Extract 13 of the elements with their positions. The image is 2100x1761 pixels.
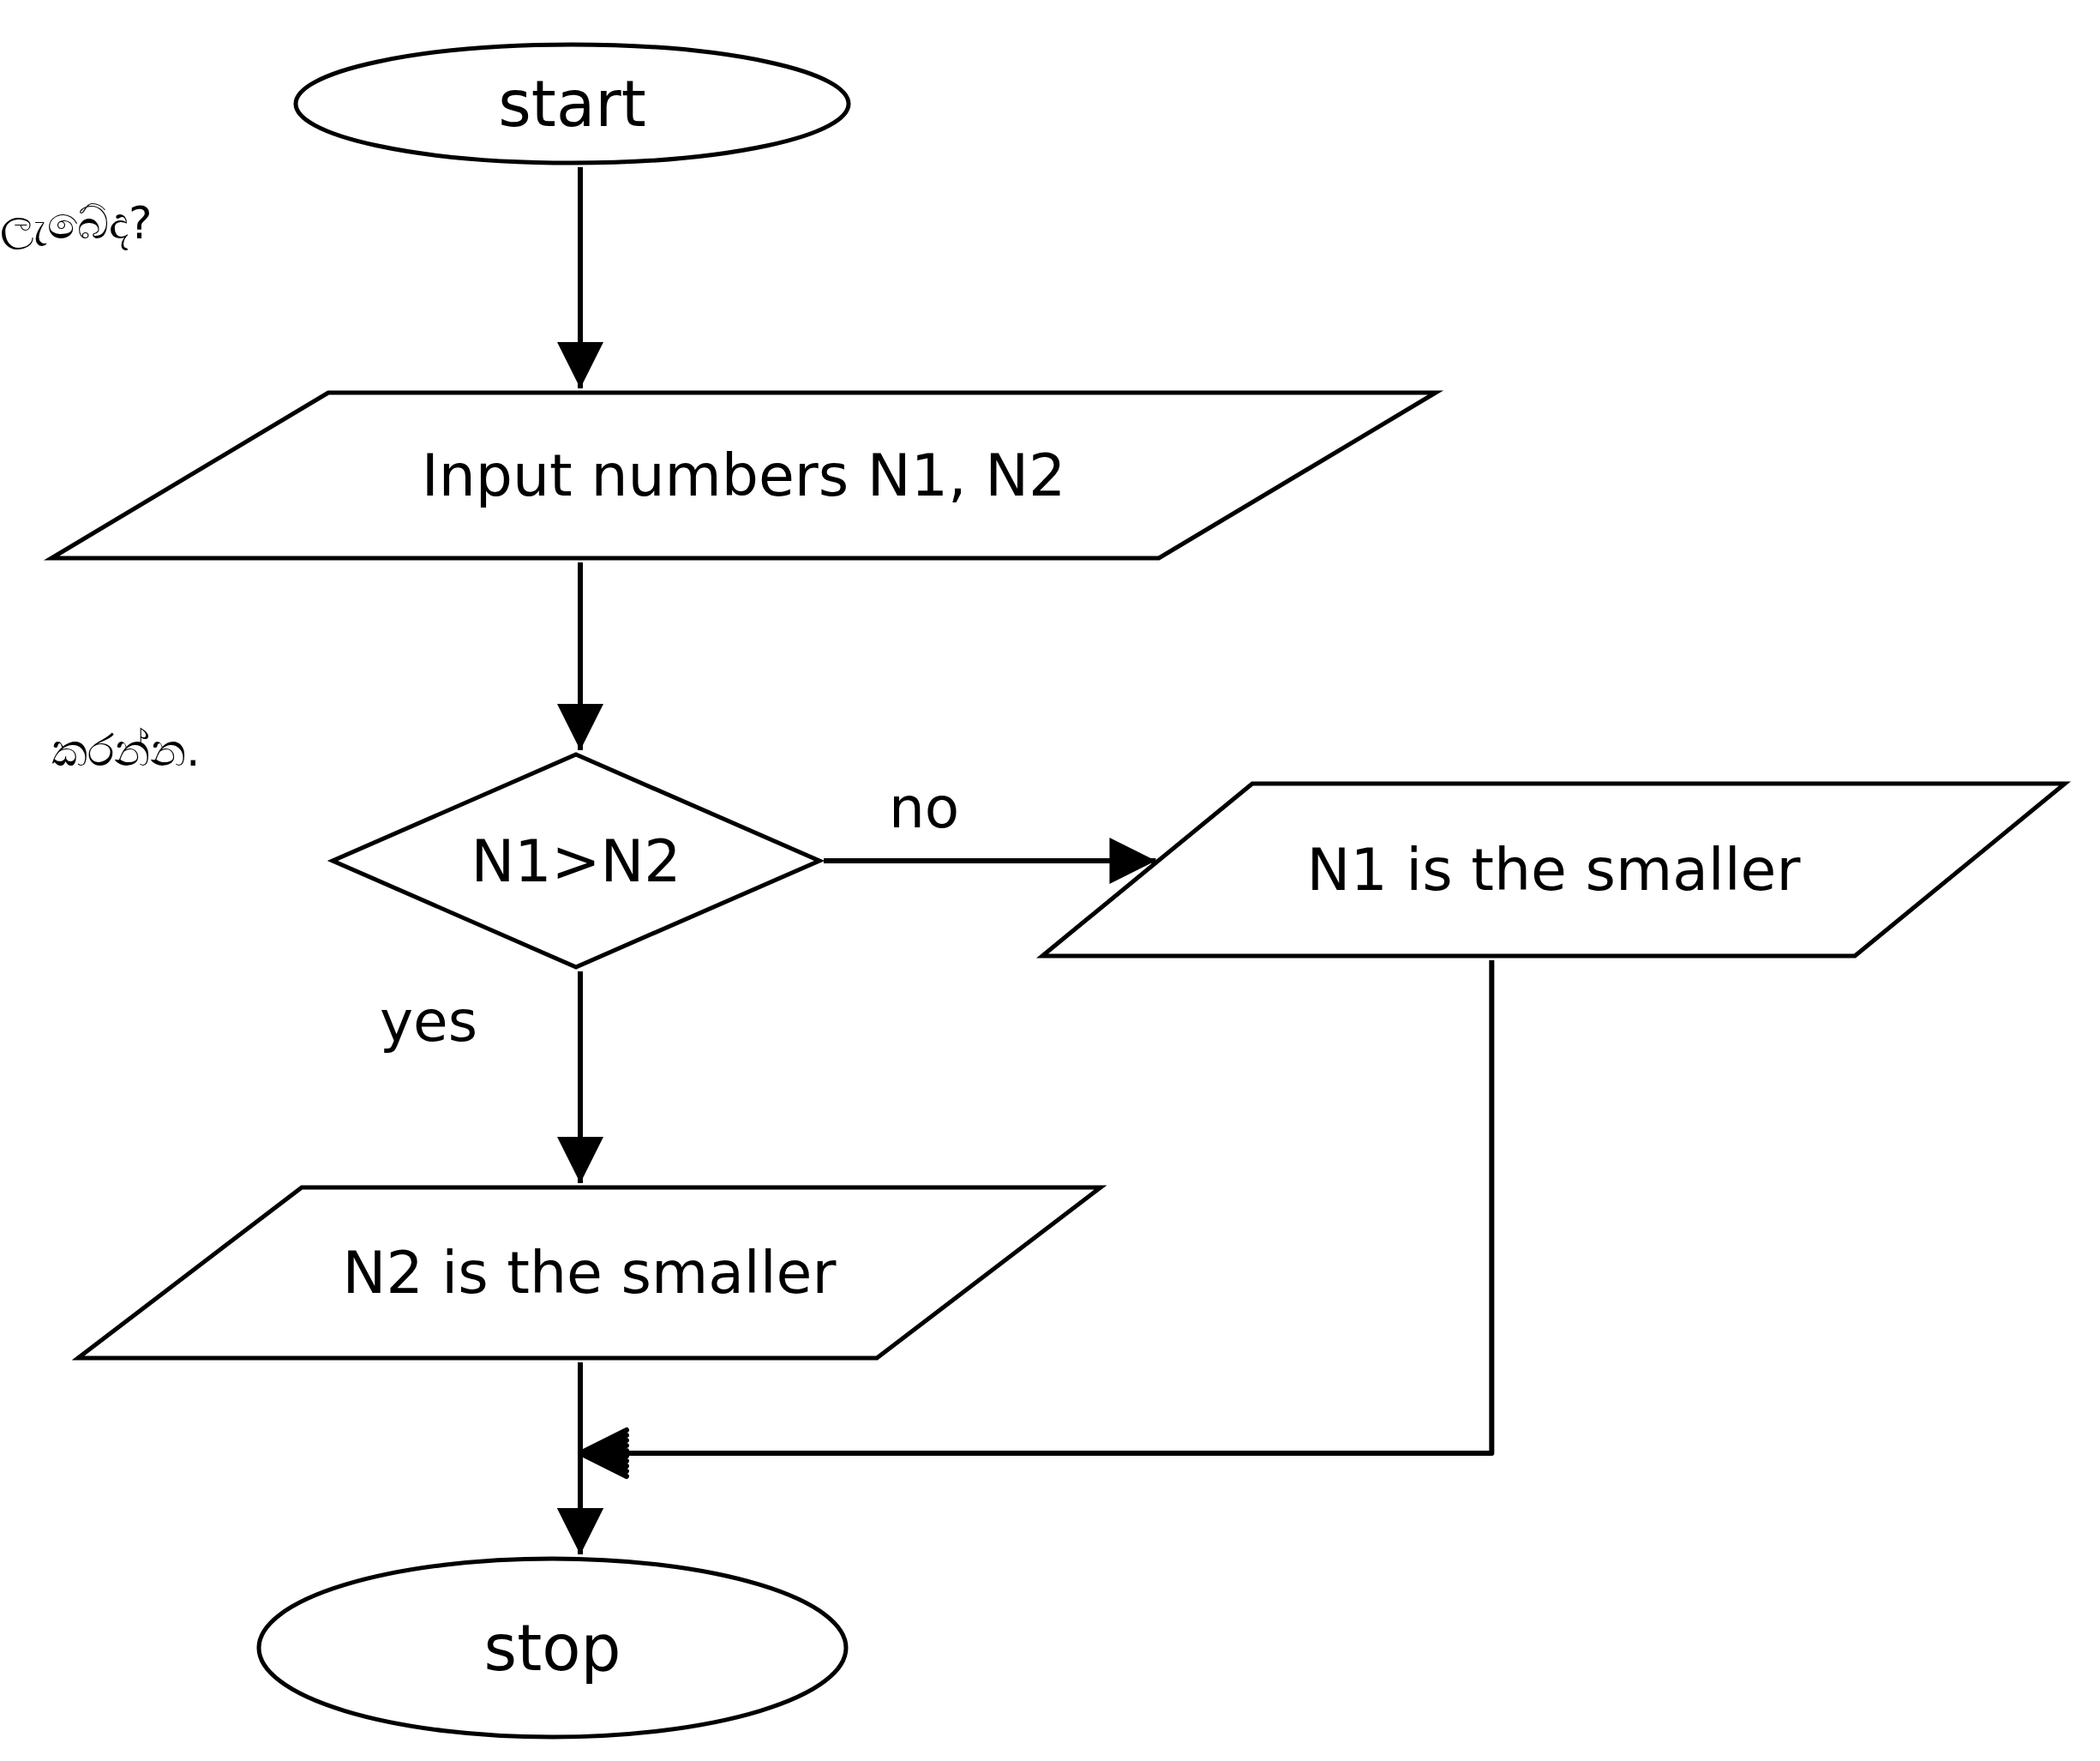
question-text: කරන්න.: [51, 724, 201, 777]
arrow: [557, 971, 603, 1183]
node-text: N1 is the smaller: [1306, 836, 1801, 904]
node-text: start: [498, 67, 646, 141]
arrow: [557, 562, 603, 750]
arrow: [824, 838, 1156, 884]
arrow: [557, 960, 1495, 1554]
question-text: ලැබේද?: [0, 197, 153, 249]
node-text: N1>N2: [471, 826, 681, 895]
node-text: Input numbers N1, N2: [421, 442, 1066, 509]
node-text: stop: [483, 1611, 621, 1685]
node-text: N2 is the smaller: [342, 1239, 837, 1307]
arrow: [557, 167, 603, 388]
